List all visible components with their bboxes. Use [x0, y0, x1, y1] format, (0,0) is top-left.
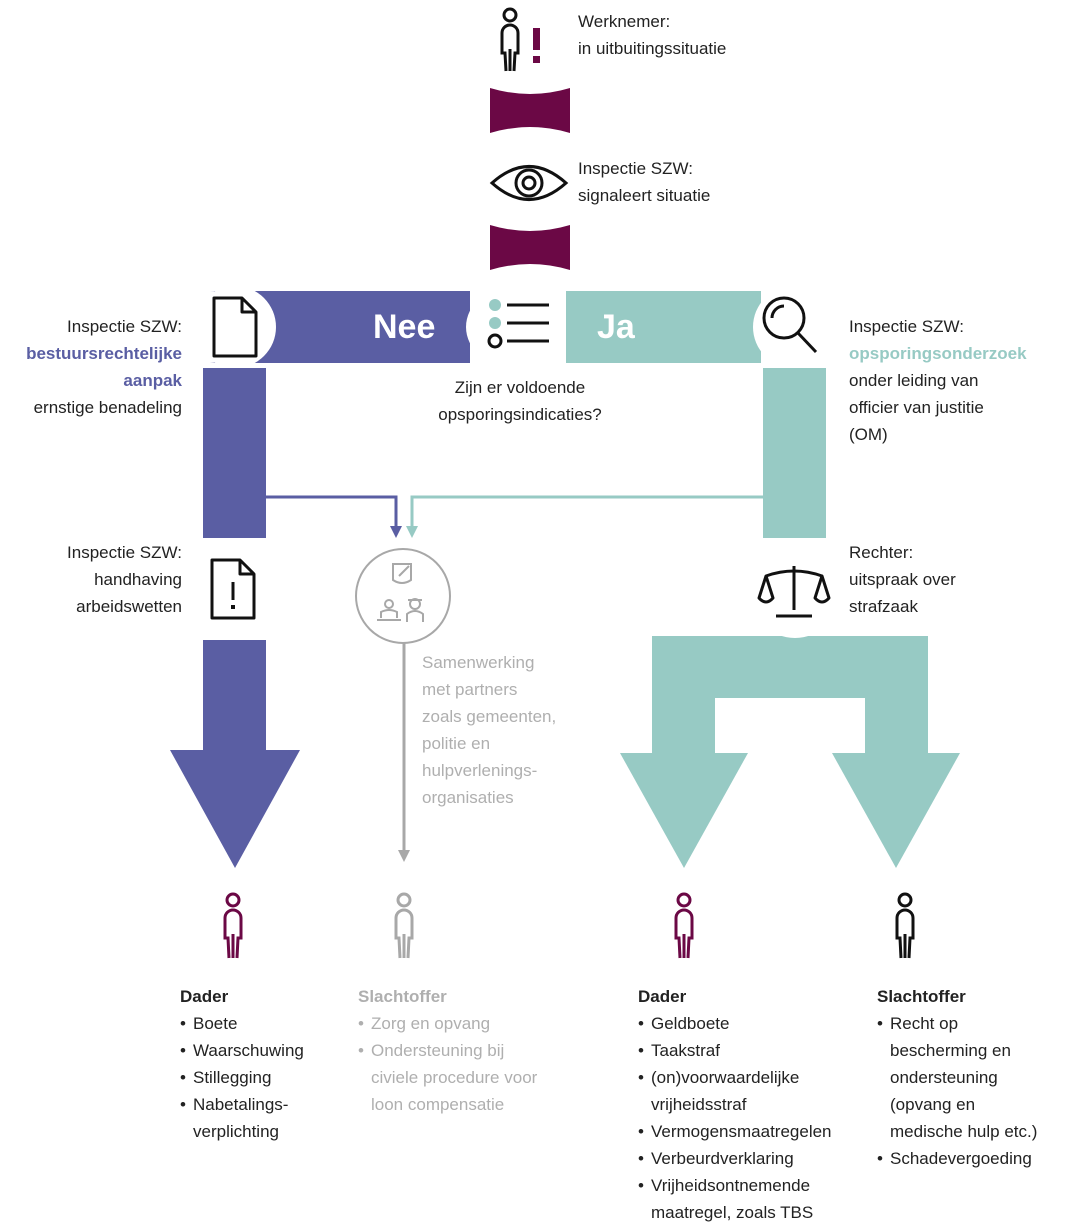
- person-icon-criminal-perpetrator: [674, 892, 694, 959]
- investigation-title: Inspectie SZW:: [849, 317, 964, 336]
- document-icon-circle: [194, 286, 276, 368]
- criminal-perpetrator-list: Geldboete Taakstraf (on)voorwaardelijkev…: [638, 1010, 868, 1226]
- admin-perpetrator-outcome: Dader Boete Waarschuwing Stillegging Nab…: [180, 983, 340, 1145]
- list-item: Taakstraf: [638, 1037, 868, 1064]
- ja-branch: [406, 291, 960, 868]
- signal-subtitle: signaleert situatie: [578, 186, 711, 205]
- person-icon-criminal-victim: [895, 892, 915, 959]
- list-item: Waarschuwing: [180, 1037, 340, 1064]
- checklist-icon-circle: [466, 286, 564, 368]
- partners-line: organisaties: [422, 788, 514, 807]
- document-icon: [212, 296, 258, 358]
- ja-label: Ja: [597, 308, 635, 346]
- person-icon-victim-partner: [394, 892, 414, 959]
- connector-top-1: [490, 88, 570, 133]
- enforcement-line2: arbeidswetten: [76, 597, 182, 616]
- list-item: Verbeurdverklaring: [638, 1145, 868, 1172]
- court-line2: strafzaak: [849, 597, 918, 616]
- partners-line: politie en: [422, 734, 491, 753]
- court-label: Rechter: uitspraak over strafzaak: [849, 539, 1049, 620]
- document-warning-icon: [210, 558, 256, 620]
- nee-branch: [170, 291, 470, 868]
- admin-approach-label: Inspectie SZW: bestuursrechtelijke aanpa…: [0, 313, 182, 421]
- decision-question-line1: Zijn er voldoende: [454, 378, 586, 397]
- enforcement-label: Inspectie SZW: handhaving arbeidswetten: [0, 539, 182, 620]
- criminal-victim-title: Slachtoffer: [877, 987, 966, 1006]
- list-item: Stillegging: [180, 1064, 340, 1091]
- admin-perpetrator-title: Dader: [180, 987, 229, 1006]
- list-item: Nabetalings-verplichting: [180, 1091, 340, 1145]
- start-title: Werknemer:: [578, 12, 671, 31]
- eye-icon: [489, 165, 569, 201]
- list-item: Boete: [180, 1010, 340, 1037]
- list-item: Geldboete: [638, 1010, 868, 1037]
- partners-line: zoals gemeenten,: [422, 707, 557, 726]
- partners-text: Samenwerking met partners zoals gemeente…: [422, 649, 602, 811]
- criminal-perpetrator-outcome: Dader Geldboete Taakstraf (on)voorwaarde…: [638, 983, 868, 1226]
- court-line1: uitspraak over: [849, 570, 956, 589]
- victim-partner-title: Slachtoffer: [358, 987, 447, 1006]
- signal-title: Inspectie SZW:: [578, 159, 693, 178]
- investigation-label: Inspectie SZW: opsporingsonderzoek onder…: [849, 313, 1067, 448]
- admin-perpetrator-list: Boete Waarschuwing Stillegging Nabetalin…: [180, 1010, 340, 1145]
- partners-line: hulpverlenings-: [422, 761, 538, 780]
- document-warning-icon-circle: [194, 538, 276, 640]
- investigation-detail-1: onder leiding van: [849, 371, 979, 390]
- enforcement-line1: handhaving: [94, 570, 182, 589]
- decision-question-line2: opsporingsindicaties?: [438, 405, 602, 424]
- investigation-detail-2: officier van justitie: [849, 398, 984, 417]
- partners-line: met partners: [422, 680, 518, 699]
- court-title: Rechter:: [849, 543, 914, 562]
- list-item: Schadevergoeding: [877, 1145, 1067, 1172]
- connector-top-2: [490, 225, 570, 270]
- enforcement-title: Inspectie SZW:: [67, 543, 182, 562]
- investigation-highlight: opsporingsonderzoek: [849, 344, 1027, 363]
- list-item: Vermogensmaatregelen: [638, 1118, 868, 1145]
- partners-line: Samenwerking: [422, 653, 535, 672]
- list-item: Zorg en opvang: [358, 1010, 588, 1037]
- signal-label: Inspectie SZW: signaleert situatie: [578, 155, 710, 209]
- start-label: Werknemer: in uitbuitingssituatie: [578, 8, 726, 62]
- partner-line: [398, 637, 410, 862]
- person-icon-admin-perpetrator: [223, 892, 243, 959]
- start-subtitle: in uitbuitingssituatie: [578, 39, 727, 58]
- checklist-icon: [487, 299, 549, 349]
- admin-approach-detail: ernstige benadeling: [33, 398, 182, 417]
- magnifier-icon: [762, 296, 818, 354]
- victim-partner-list: Zorg en opvang Ondersteuning bijciviele …: [358, 1010, 588, 1118]
- victim-partner-outcome: Slachtoffer Zorg en opvang Ondersteuning…: [358, 983, 588, 1118]
- nee-label: Nee: [373, 308, 436, 346]
- admin-approach-highlight-1: bestuursrechtelijke: [26, 344, 182, 363]
- criminal-perpetrator-title: Dader: [638, 987, 687, 1006]
- scales-icon: [757, 566, 831, 618]
- decision-question: Zijn er voldoende opsporingsindicaties?: [420, 374, 620, 428]
- admin-approach-title: Inspectie SZW:: [67, 317, 182, 336]
- person-alert-icon: [500, 7, 540, 72]
- eye-icon-circle: [488, 142, 570, 224]
- partners-icon: [355, 548, 451, 644]
- admin-approach-highlight-2: aanpak: [123, 371, 182, 390]
- investigation-detail-3: (OM): [849, 425, 888, 444]
